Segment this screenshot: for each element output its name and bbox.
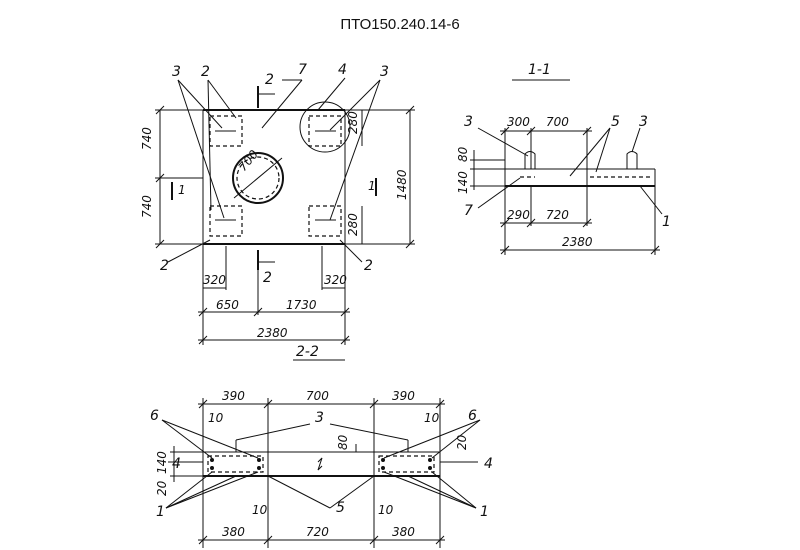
s22-dim-10-bottom-left: 10: [252, 503, 268, 517]
s22-dim-390-left: 390: [222, 389, 245, 403]
s22-pos-5: 5: [336, 500, 345, 516]
s22-cage-right: [378, 455, 435, 473]
s11-dim-300: 300: [507, 115, 530, 129]
s22-pos-6-right: 6: [468, 408, 477, 424]
section-2-2: [161, 359, 481, 548]
s22-dim-390-right: 390: [392, 389, 415, 403]
s11-pos-3-left: 3: [464, 114, 473, 130]
s22-dim-140: 140: [155, 451, 169, 474]
plan-dim-280-top: 280: [346, 111, 360, 134]
plan-pos-2-tl: 2: [201, 64, 210, 80]
s22-dim-20-right: 20: [455, 434, 469, 450]
plan-pos-3-tl: 3: [172, 64, 181, 80]
plan-pos-4: 4: [338, 62, 347, 78]
s11-dim-140: 140: [456, 171, 470, 194]
s11-dim-2380: 2380: [562, 235, 593, 249]
s22-cage-left: [207, 455, 264, 473]
plan-pos-7: 7: [298, 62, 307, 78]
plan-dim-740-top: 740: [140, 127, 154, 150]
s22-pos-4-right: 4: [484, 456, 493, 472]
s11-dim-700: 700: [546, 115, 569, 129]
plan-dim-700-dia: 700: [236, 147, 262, 174]
loop-zone-br: [308, 205, 342, 237]
plan-opening-circle: [232, 152, 284, 204]
loop-zone-tl: [209, 115, 243, 147]
plan-cut-1-left: 1: [178, 183, 186, 197]
s11-dim-290: 290: [507, 208, 530, 222]
plan-pos-2-bl: 2: [160, 258, 169, 274]
s22-dim-700: 700: [306, 389, 329, 403]
plan-cut-2-top: 2: [265, 72, 274, 88]
plan-dim-740-bottom: 740: [140, 195, 154, 218]
plan-cut-1-right: 1: [368, 179, 376, 193]
s22-dim-10-top-right: 10: [424, 411, 440, 425]
s22-pos-1-left: 1: [156, 504, 165, 520]
plan-pos-3-tr: 3: [380, 64, 389, 80]
s22-dim-10-top-left: 10: [208, 411, 224, 425]
loop-zone-tr: [308, 115, 342, 147]
s11-pos-3-right: 3: [639, 114, 648, 130]
section-1-1: [470, 79, 663, 255]
plan-slab-outline: [202, 109, 346, 245]
section-1-1-label: 1-1: [528, 62, 551, 78]
s22-dim-720: 720: [306, 525, 329, 539]
s22-dim-380-right: 380: [392, 525, 415, 539]
s22-pos-1-right: 1: [480, 504, 489, 520]
plan-dim-650: 650: [216, 298, 239, 312]
s11-pos-1: 1: [662, 214, 671, 230]
plan-dim-320-left: 320: [203, 273, 226, 287]
plan-pos-2-br: 2: [364, 258, 373, 274]
s22-pos-6-left: 6: [150, 408, 159, 424]
plan-dim-1480: 1480: [395, 169, 409, 200]
s22-pos-3: 3: [315, 410, 324, 426]
plan-dim-1730: 1730: [286, 298, 317, 312]
s22-dim-20-left: 20: [155, 480, 169, 496]
s22-dim-80: 80: [336, 434, 350, 450]
s11-pos-5: 5: [611, 114, 620, 130]
plan-cut-2-bottom: 2: [263, 270, 272, 286]
s22-dim-380-left: 380: [222, 525, 245, 539]
section-2-2-label: 2-2: [296, 344, 319, 360]
s11-dim-720: 720: [546, 208, 569, 222]
plan-dim-280-bottom: 280: [346, 213, 360, 236]
s22-dim-10-bottom-right: 10: [378, 503, 394, 517]
plan-dim-2380: 2380: [257, 326, 288, 340]
s11-dim-80: 80: [456, 146, 470, 162]
s22-pos-4-left: 4: [172, 456, 181, 472]
plan-dim-320-right: 320: [324, 273, 347, 287]
s11-pos-7: 7: [464, 203, 473, 219]
plan-view: [155, 77, 415, 345]
loop-zone-bl: [209, 205, 243, 237]
page-title: ПТО150.240.14-6: [340, 16, 460, 33]
